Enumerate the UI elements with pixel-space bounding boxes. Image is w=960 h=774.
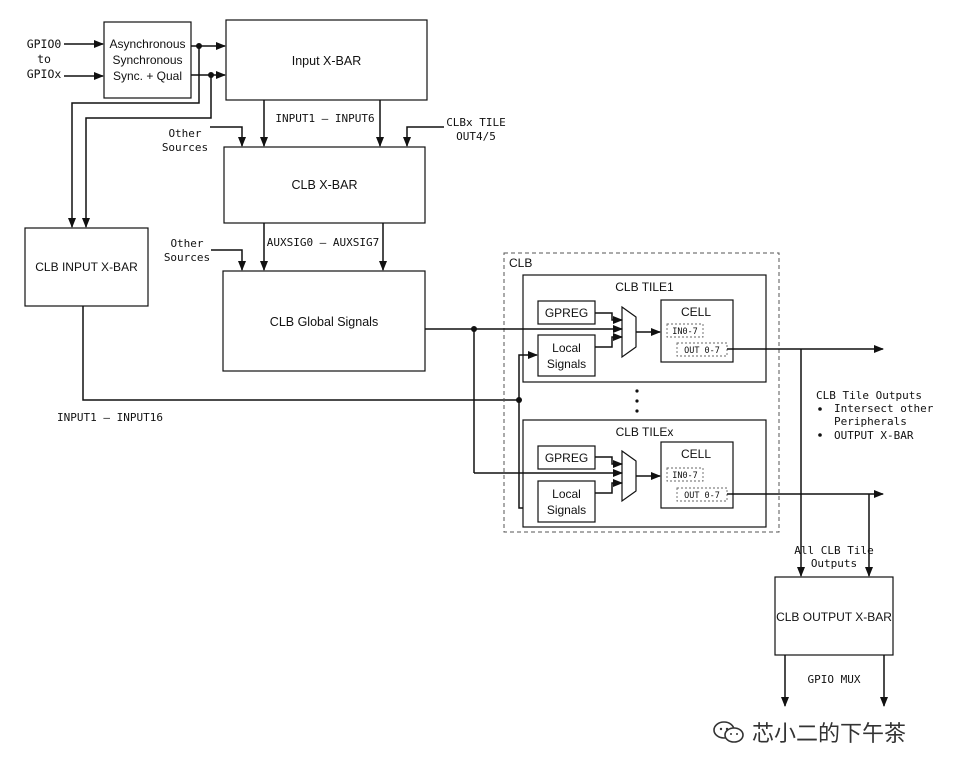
ellipsis-dot xyxy=(635,399,639,403)
tile-outputs-bullet-2: OUTPUT X-BAR xyxy=(834,429,914,442)
other-sources-bottom-wire xyxy=(211,249,246,271)
gpio-label-2: GPIOx xyxy=(27,67,62,81)
tile-outputs-title: CLB Tile Outputs xyxy=(816,389,922,402)
tile-1-in-label: IN0-7 xyxy=(672,327,698,337)
sync-label-0: Asynchronous xyxy=(109,37,185,51)
clb-xbar-label: CLB X-BAR xyxy=(292,178,358,192)
clb-input-xbar-label: CLB INPUT X-BAR xyxy=(35,260,138,274)
tile-1-local-signals xyxy=(537,334,596,377)
inputxbar-to-tile-1-local xyxy=(518,351,538,400)
clbx-tile-out-wire xyxy=(403,126,444,147)
sync-to-clb-input-xbar-1 xyxy=(68,46,200,228)
input-xbar-block xyxy=(225,19,428,101)
other-sources-top-1: Sources xyxy=(162,141,208,154)
other-sources-bottom-0: Other xyxy=(170,237,203,250)
clb-output-xbar-block xyxy=(774,576,894,656)
tile-1-local-to-mux xyxy=(595,333,623,348)
ellipsis-dot xyxy=(635,409,639,413)
tile-x-local-label-0: Local xyxy=(552,487,581,501)
other-sources-top-0: Other xyxy=(168,127,201,140)
clb-global-signals-block xyxy=(222,270,426,372)
input-range-16-label: INPUT1 – INPUT16 xyxy=(57,411,163,424)
clbx-tile-out-1: OUT4/5 xyxy=(456,130,496,143)
sync-to-clb-input-xbar-2 xyxy=(82,75,212,228)
clbx-tile-out-0: CLBx TILE xyxy=(446,116,506,129)
tile-outputs-bullet-0: Intersect other xyxy=(834,402,934,415)
tile-1-gpreg-label: GPREG xyxy=(545,306,588,320)
clb-global-signals-label: CLB Global Signals xyxy=(270,315,378,329)
tile-x-gpreg-label: GPREG xyxy=(545,451,588,465)
watermark-text: 芯小二的下午茶 xyxy=(752,722,907,747)
other-sources-bottom-1: Sources xyxy=(164,251,210,264)
tile-1-local-label-1: Signals xyxy=(547,357,586,371)
tile-1-in-port xyxy=(666,323,704,338)
tile-x-title: CLB TILEx xyxy=(616,425,674,439)
ellipsis-dot xyxy=(635,389,639,393)
tile-x-local-label-1: Signals xyxy=(547,503,586,517)
clb-xbar-block xyxy=(223,146,426,224)
input-xbar-label: Input X-BAR xyxy=(292,54,361,68)
tile-outputs-bullet-1: Peripherals xyxy=(834,415,907,428)
tile-x-in-label: IN0-7 xyxy=(672,471,698,481)
gpio-mux-label: GPIO MUX xyxy=(808,673,861,686)
all-outputs-label-0: All CLB Tile xyxy=(794,544,873,557)
tile-x-local-to-mux xyxy=(595,479,623,494)
tile-1-out-label: OUT 0-7 xyxy=(684,346,720,356)
watermark: 芯小二的下午茶 xyxy=(712,716,906,748)
bullet-dot xyxy=(818,407,822,411)
tile-1-title: CLB TILE1 xyxy=(615,280,674,294)
tile-x-gpreg-to-mux xyxy=(595,456,623,468)
wechat-icon xyxy=(713,721,744,743)
other-sources-top-wire xyxy=(210,126,246,147)
tile-1-local-label-0: Local xyxy=(552,341,581,355)
tile-x-local-signals xyxy=(537,480,596,523)
tile-1-gpreg-to-mux xyxy=(595,312,623,324)
clb-container-label: CLB xyxy=(509,256,532,270)
bullet-dot xyxy=(818,433,822,437)
sync-qual-block xyxy=(103,21,192,99)
tile-x-out-label: OUT 0-7 xyxy=(684,491,720,501)
gpio-label-1: to xyxy=(37,52,51,66)
tile-1-cell-label: CELL xyxy=(681,305,711,319)
sync-label-1: Synchronous xyxy=(112,53,182,67)
auxsig-label: AUXSIG0 – AUXSIG7 xyxy=(267,236,380,249)
gpio-label-0: GPIO0 xyxy=(27,37,62,51)
clb-input-xbar-block xyxy=(24,227,149,307)
clb-output-xbar-label: CLB OUTPUT X-BAR xyxy=(776,610,892,624)
clb-input-xbar-out-wire xyxy=(82,306,519,401)
tile-x-in-port xyxy=(666,467,704,482)
clb-container xyxy=(503,252,780,533)
input-range-label: INPUT1 – INPUT6 xyxy=(275,112,374,125)
tile-x-cell-label: CELL xyxy=(681,447,711,461)
all-outputs-label-1: Outputs xyxy=(811,557,857,570)
sync-label-2: Sync. + Qual xyxy=(113,69,182,83)
